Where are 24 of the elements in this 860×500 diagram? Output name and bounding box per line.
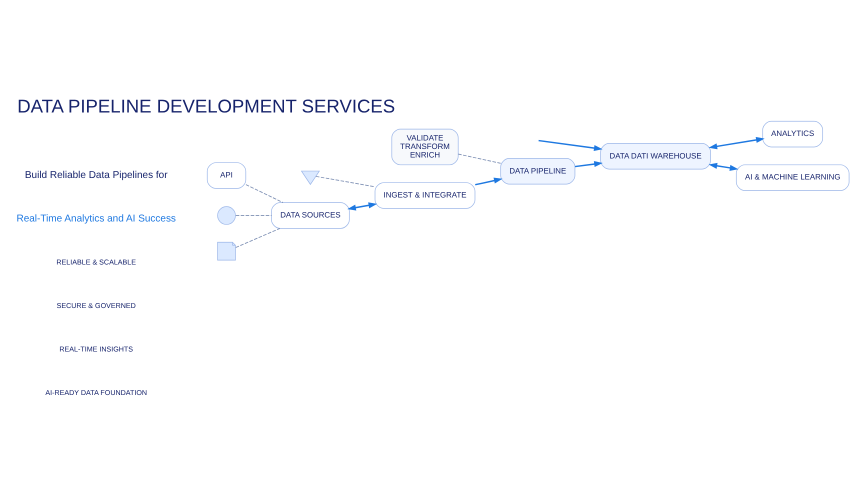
diagram-title: DATA PIPELINE DEVELOPMENT SERVICES bbox=[17, 95, 396, 116]
connector bbox=[235, 214, 272, 216]
node-cloud bbox=[217, 206, 236, 224]
node-box: ANALYTICS bbox=[762, 120, 824, 147]
arrow bbox=[708, 136, 765, 149]
node-box: DATA DATI WAREHOUSE bbox=[600, 142, 711, 169]
connector bbox=[235, 228, 280, 248]
node-box: VALIDATE TRANSFORM ENRICH bbox=[391, 128, 459, 165]
label: Build Reliable Data Pipelines for bbox=[24, 170, 168, 181]
node-box: INGEST & INTEGRATE bbox=[374, 182, 476, 208]
node-box: AI & MACHINE LEARNING bbox=[736, 164, 850, 190]
node-box: DATA PIPELINE bbox=[500, 158, 576, 184]
node-box: API bbox=[206, 162, 246, 188]
arrow bbox=[574, 160, 603, 167]
connector bbox=[246, 184, 284, 202]
arrow bbox=[475, 177, 503, 185]
node-antenna bbox=[300, 170, 320, 185]
arrow bbox=[347, 202, 378, 210]
arrow bbox=[708, 162, 738, 170]
label: Real-Time Analytics and AI Success bbox=[16, 213, 176, 224]
arrow bbox=[538, 139, 603, 151]
node-box: DATA SOURCES bbox=[271, 202, 350, 228]
connector bbox=[458, 153, 502, 164]
connector bbox=[316, 175, 376, 187]
